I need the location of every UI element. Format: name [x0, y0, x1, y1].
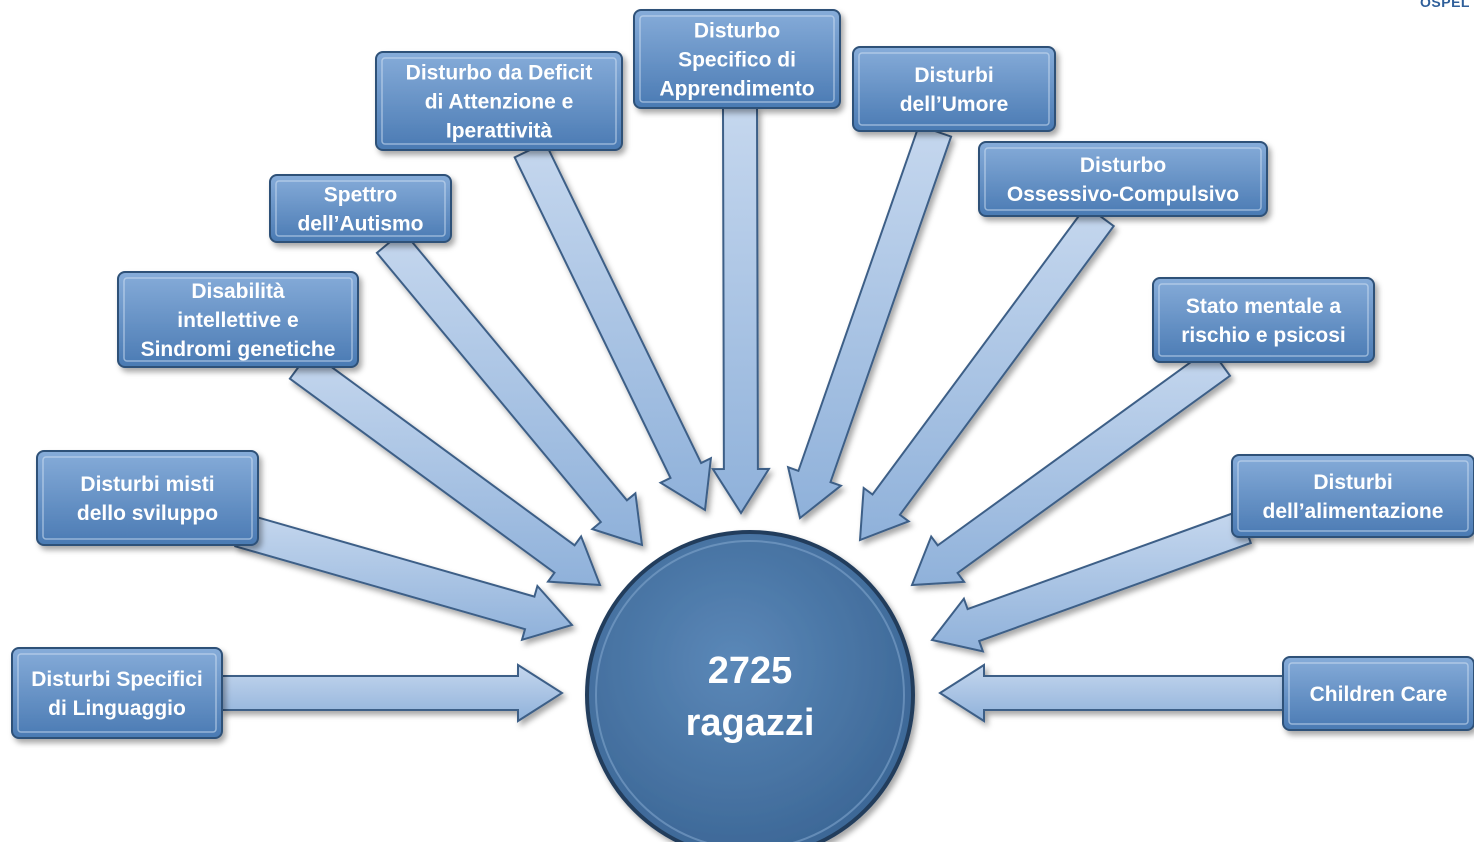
category-label-line: Sindromi genetiche	[141, 338, 336, 361]
category-label-line: Stato mentale a	[1186, 295, 1342, 318]
category-label-line: Specifico di	[678, 48, 796, 71]
category-box-bevel	[42, 456, 253, 540]
category-box-bevel	[275, 180, 446, 237]
category-box-sviluppo: Disturbi misti dello sviluppo	[36, 450, 259, 546]
center-layer: 2725 ragazzi	[585, 530, 915, 842]
category-box-bg	[11, 647, 223, 739]
category-label-line: Ossessivo-Compulsivo	[1007, 183, 1239, 206]
category-box-bg	[852, 46, 1056, 132]
category-box-children-care: Children Care	[1282, 656, 1474, 731]
arrow-adhd	[513, 141, 713, 512]
category-label-line: di Linguaggio	[48, 697, 186, 720]
category-label-line: intellettive e	[177, 309, 298, 332]
category-label-line: Apprendimento	[659, 77, 814, 100]
category-box-bg	[117, 271, 359, 368]
category-box-bg	[1152, 277, 1375, 363]
category-box-psicosi: Stato mentale a rischio e psicosi	[1152, 277, 1375, 363]
category-label-line: Disturbi	[914, 64, 993, 87]
arrow-linguaggio	[221, 663, 564, 723]
category-label-line: Spettro	[324, 183, 398, 206]
category-label-line: dell’alimentazione	[1263, 500, 1444, 523]
category-label-line: dello sviluppo	[77, 502, 218, 525]
category-label-line: Disturbi Specifici	[31, 668, 203, 691]
category-label-line: Iperattività	[446, 119, 553, 142]
category-box-adhd: Disturbo da Deficit di Attenzione e Iperat…	[375, 51, 623, 151]
arrow-psicosi	[910, 346, 1232, 587]
category-box-bg	[36, 450, 259, 546]
arrow-doc	[858, 204, 1116, 542]
category-box-bevel	[639, 15, 835, 103]
category-label-line: Disturbi	[1313, 471, 1392, 494]
category-label-line: Disturbi misti	[80, 473, 214, 496]
corner-logo-text: OSPEL	[1420, 0, 1470, 10]
category-box-linguaggio: Disturbi Specifici di Linguaggio	[11, 647, 223, 739]
category-label-line: dell’Umore	[900, 93, 1009, 116]
arrow-alimentazione	[930, 509, 1253, 653]
arrow-autismo	[375, 229, 644, 547]
arrow-sviluppo	[234, 512, 574, 642]
category-label-line: Disturbo	[694, 19, 780, 42]
category-box-bevel	[17, 653, 217, 733]
category-box-bevel	[123, 277, 353, 362]
category-box-bg	[375, 51, 623, 151]
center-circle	[585, 530, 915, 842]
arrows-layer	[221, 107, 1284, 723]
center-count: 2725	[708, 650, 793, 692]
category-box-bevel	[984, 147, 1262, 211]
category-box-autismo: Spettro dell’Autismo	[269, 174, 452, 243]
arrow-children-care	[938, 663, 1284, 723]
category-box-bevel	[858, 52, 1050, 126]
category-box-bg	[269, 174, 452, 243]
arrow-umore	[786, 124, 953, 520]
category-box-bg	[978, 141, 1268, 217]
category-box-bevel	[1237, 460, 1469, 532]
category-label-line: Disabilità	[191, 280, 285, 303]
category-label-line: Disturbo	[1080, 154, 1166, 177]
category-label-line: Children Care	[1310, 683, 1448, 706]
category-label-line: Disturbo da Deficit	[406, 61, 593, 84]
arrow-apprendimento	[711, 107, 771, 515]
arrow-disabilita	[288, 349, 602, 587]
category-label-line: di Attenzione e	[425, 90, 574, 113]
category-box-bevel	[1158, 283, 1369, 357]
category-box-disabilita: Disabilità intellettive e Sindromi genetic…	[117, 271, 359, 368]
category-box-bg	[633, 9, 841, 109]
category-box-bevel	[1288, 662, 1469, 725]
category-box-bevel	[381, 57, 617, 145]
category-box-alimentazione: Disturbi dell’alimentazione	[1231, 454, 1474, 538]
center-label: ragazzi	[686, 702, 815, 744]
center-circle-inner-ring	[595, 540, 905, 842]
category-box-bg	[1231, 454, 1474, 538]
category-label-line: dell’Autismo	[297, 212, 423, 235]
category-box-umore: Disturbi dell’Umore	[852, 46, 1056, 132]
category-label-line: rischio e psicosi	[1181, 324, 1346, 347]
category-box-bg	[1282, 656, 1474, 731]
